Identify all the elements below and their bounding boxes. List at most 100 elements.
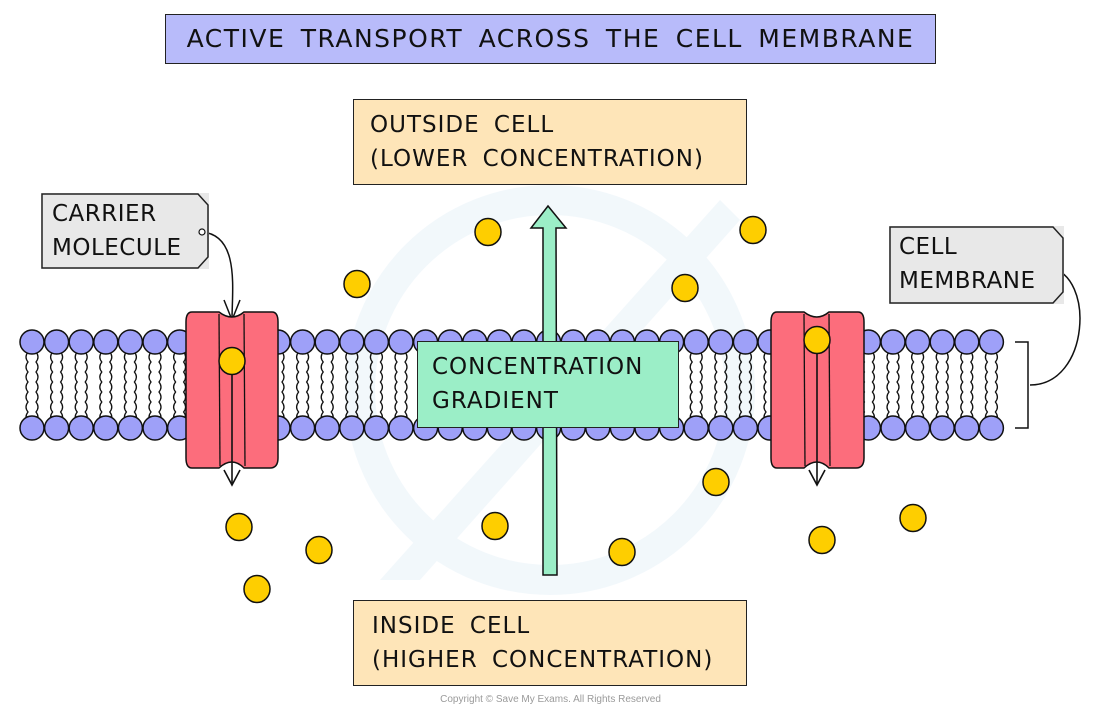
- lipid-tail: [984, 351, 989, 423]
- lipid-tail: [714, 351, 718, 423]
- lipid-tail: [84, 351, 88, 423]
- phospholipid: [929, 329, 955, 441]
- lipid-tail: [99, 351, 103, 423]
- lipid-tail: [738, 351, 743, 423]
- phospholipid: [314, 329, 340, 441]
- membrane-bracket: [1015, 341, 1029, 429]
- lipid-tail: [330, 351, 334, 423]
- lipid-head: [339, 329, 365, 355]
- lipid-head: [708, 415, 734, 441]
- cell-membrane-tag: CELL MEMBRANE: [889, 226, 1064, 304]
- phospholipid: [289, 329, 316, 441]
- lipid-head: [289, 415, 316, 441]
- molecule: [225, 512, 253, 542]
- lipid-head: [388, 415, 414, 441]
- lipid-head: [954, 329, 980, 355]
- lipid-head: [117, 415, 144, 441]
- lipid-head: [708, 329, 734, 355]
- molecule: [803, 325, 831, 355]
- lipid-head: [142, 329, 168, 355]
- molecule: [671, 273, 699, 303]
- phospholipid: [142, 329, 168, 441]
- lipid-head: [19, 415, 45, 441]
- carrier-line1: CARRIER: [52, 201, 157, 227]
- membrane-line1: CELL: [899, 234, 958, 260]
- phospholipid: [388, 329, 414, 441]
- lipid-head: [388, 329, 414, 355]
- molecule: [702, 467, 730, 497]
- lipid-head: [683, 415, 709, 441]
- arrow-head: [808, 469, 826, 487]
- lipid-head: [117, 329, 144, 355]
- lipid-head: [954, 415, 980, 441]
- molecule: [305, 535, 333, 565]
- lipid-tail: [404, 351, 408, 423]
- lipid-tail: [994, 351, 999, 423]
- copyright-notice: Copyright © Save My Exams. All Rights Re…: [440, 694, 661, 705]
- lipid-tail: [123, 351, 128, 423]
- lipid-tail: [281, 351, 285, 423]
- diagram-title: ACTIVE TRANSPORT ACROSS THE CELL MEMBRAN…: [165, 14, 936, 64]
- molecule: [243, 574, 271, 604]
- membrane-line2: MEMBRANE: [899, 268, 1036, 294]
- carrier-line2: MOLECULE: [52, 235, 182, 261]
- lipid-head: [732, 329, 759, 355]
- lipid-tail: [969, 351, 974, 423]
- lipid-head: [929, 329, 955, 355]
- lipid-head: [314, 415, 340, 441]
- phospholipid: [978, 329, 1005, 441]
- carrier-molecule-tag: CARRIER MOLECULE: [41, 193, 209, 269]
- lipid-tail: [369, 351, 374, 423]
- phospholipid: [683, 329, 709, 441]
- molecule: [474, 217, 502, 247]
- arrow-head: [223, 469, 241, 487]
- title-text: ACTIVE TRANSPORT ACROSS THE CELL MEMBRAN…: [186, 24, 915, 53]
- lipid-head: [363, 415, 390, 441]
- lipid-tail: [74, 351, 79, 423]
- carrier-proteins: [185, 311, 865, 487]
- lipid-head: [289, 329, 316, 355]
- lipid-tail: [896, 351, 900, 423]
- lipid-tail: [699, 351, 703, 423]
- transported-molecules: [218, 215, 927, 604]
- lipid-tail: [305, 351, 310, 423]
- molecule: [808, 525, 836, 555]
- inside-line2: (HIGHER CONCENTRATION): [372, 647, 714, 673]
- inside-cell-label: INSIDE CELL (HIGHER CONCENTRATION): [353, 600, 747, 686]
- arrow-down-icon: [808, 342, 826, 487]
- lipid-head: [978, 329, 1005, 355]
- lipid-tail: [394, 351, 398, 423]
- lipid-tail: [320, 351, 325, 423]
- lipid-tail: [133, 351, 138, 423]
- molecule: [481, 511, 509, 541]
- phospholipid: [93, 329, 119, 441]
- lipid-head: [93, 329, 119, 355]
- gradient-line2: GRADIENT: [432, 388, 559, 414]
- phospholipid: [880, 329, 906, 441]
- outside-line2: (LOWER CONCENTRATION): [370, 146, 704, 172]
- lipid-tail: [354, 351, 359, 423]
- molecule: [343, 269, 371, 299]
- lipid-tail: [935, 351, 940, 423]
- cell-membrane-pointer: [1029, 267, 1081, 386]
- lipid-tail: [59, 351, 64, 423]
- gradient-line1: CONCENTRATION: [432, 354, 644, 380]
- lipid-tail: [148, 351, 152, 423]
- lipid-head: [978, 415, 1005, 441]
- lipid-head: [314, 329, 340, 355]
- tag-shape: [889, 226, 1064, 304]
- lipid-tail: [345, 351, 349, 423]
- lipid-head: [339, 415, 365, 441]
- lipid-tail: [748, 351, 753, 423]
- lipid-tail: [172, 351, 177, 423]
- lipid-head: [880, 415, 906, 441]
- lipid-tail: [723, 351, 728, 423]
- molecule: [608, 537, 636, 567]
- protein-channel-wall: [218, 313, 221, 467]
- lipid-tail: [886, 351, 890, 423]
- outside-cell-label: OUTSIDE CELL (LOWER CONCENTRATION): [353, 99, 747, 185]
- lipid-head: [43, 329, 70, 355]
- lipid-tail: [108, 351, 113, 423]
- lipid-head: [93, 415, 119, 441]
- lipid-head: [68, 415, 94, 441]
